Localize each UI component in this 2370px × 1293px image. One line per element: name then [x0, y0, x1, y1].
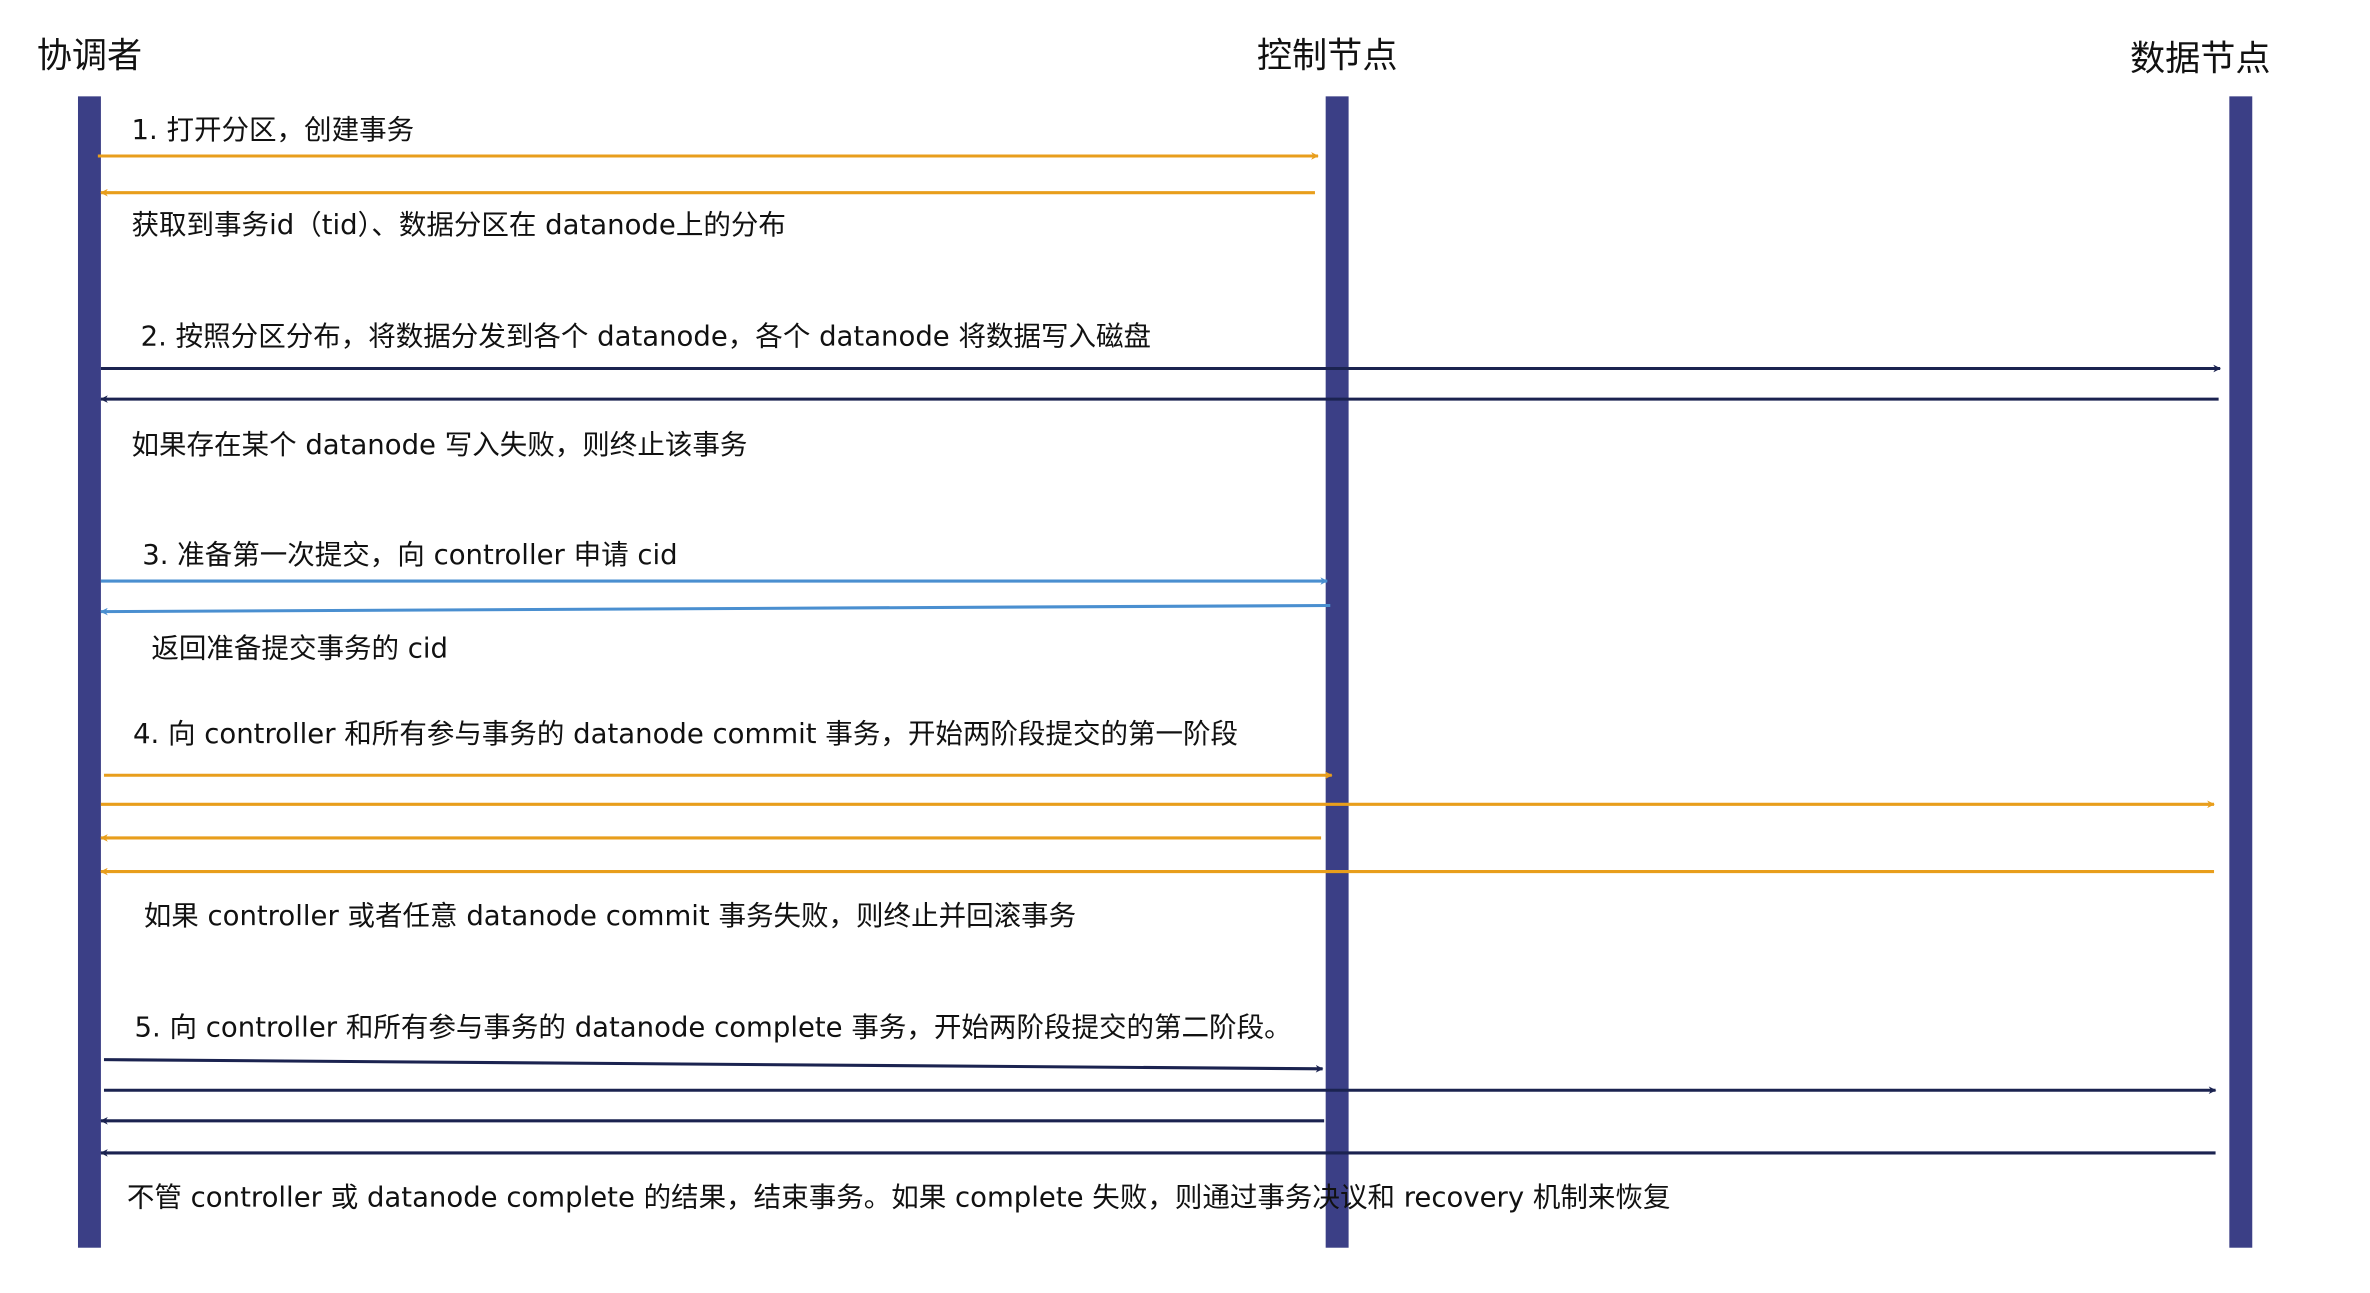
step3-request-label: 3. 准备第一次提交，向 controller 申请 cid: [142, 539, 677, 571]
step1-response-label: 获取到事务id（tid）、数据分区在 datanode上的分布: [131, 209, 785, 241]
step3-response-label: 返回准备提交事务的 cid: [151, 633, 448, 665]
step4-response-label: 如果 controller 或者任意 datanode commit 事务失败，…: [144, 900, 1076, 932]
step3-response-arrow: [100, 603, 1331, 616]
step4-request-label: 4. 向 controller 和所有参与事务的 datanode commit…: [133, 718, 1238, 750]
step2-response-label: 如果存在某个 datanode 写入失败，则终止该事务: [131, 429, 747, 461]
participant-controller: 控制节点: [1257, 35, 1398, 76]
lifeline-controller: [1325, 96, 1349, 1248]
lifeline-coordinator: [77, 96, 101, 1248]
step5-request-label: 5. 向 controller 和所有参与事务的 datanode comple…: [135, 1012, 1292, 1044]
step5-request-controller-arrow: [103, 1058, 1324, 1073]
step5-response-label: 不管 controller 或 datanode complete 的结果，结束…: [127, 1181, 1671, 1213]
step2-request-label: 2. 按照分区分布，将数据分发到各个 datanode，各个 datanode …: [141, 321, 1151, 353]
participant-datanode: 数据节点: [2130, 38, 2271, 79]
step1-request-label: 1. 打开分区，创建事务: [131, 114, 414, 146]
participant-coordinator: 协调者: [37, 35, 142, 76]
lifeline-datanode: [2229, 96, 2253, 1248]
